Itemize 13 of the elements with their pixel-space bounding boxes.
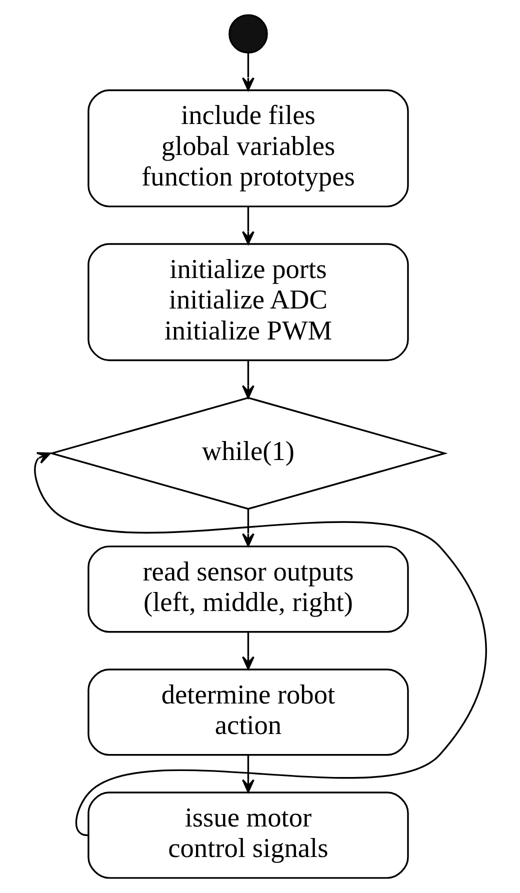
node-box: issue motor control signals [87, 792, 408, 879]
arrow [241, 360, 254, 399]
arrow [241, 206, 254, 245]
node-diamond: while(1) [48, 396, 448, 510]
arrow [241, 632, 254, 670]
arrow [241, 508, 254, 547]
node-box: include files global variables function prototypes [87, 89, 408, 208]
node-box: initialize ports initialize ADC initialize PWM [87, 243, 408, 362]
node-box: determine robot action [87, 668, 408, 756]
node-circle [228, 14, 268, 54]
arrow [241, 755, 254, 793]
arrow [241, 52, 254, 91]
node-box: read sensor outputs (left, middle, right) [87, 546, 408, 633]
